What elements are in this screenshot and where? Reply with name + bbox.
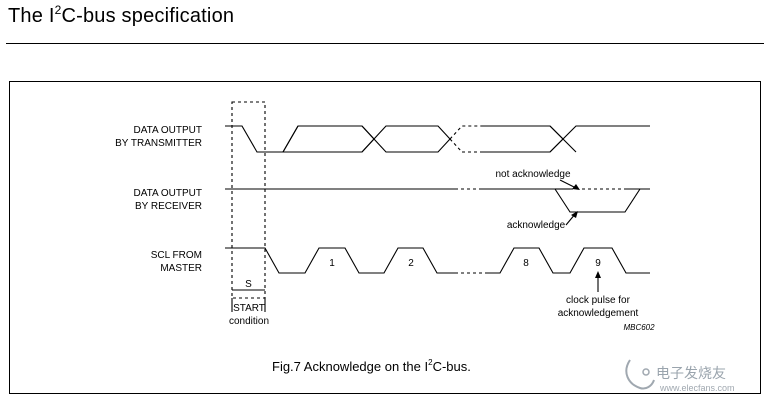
- title-text: The I: [8, 5, 55, 27]
- title-superscript: 2: [54, 3, 62, 17]
- acknowledge-label: acknowledge: [507, 220, 566, 231]
- watermark: 电子发烧友 www.elecfans.com: [625, 359, 735, 393]
- clock-pulse-9: 9: [595, 258, 601, 269]
- acknowledge-arrowhead: [571, 211, 578, 218]
- caption-text-rest: C-bus.: [433, 359, 471, 374]
- page-title: The I2C-bus specification: [8, 3, 234, 28]
- clock-pulse-label-line1: clock pulse for: [566, 295, 631, 306]
- transmitter-waveform: [225, 125, 650, 153]
- not-acknowledge-arrowhead: [572, 184, 580, 190]
- clock-pulse-8: 8: [523, 258, 529, 269]
- receiver-waveform: [225, 188, 650, 213]
- receiver-label-line1: DATA OUTPUT: [133, 188, 202, 199]
- transmitter-label-line1: DATA OUTPUT: [133, 125, 202, 136]
- watermark-brand: 电子发烧友: [656, 365, 726, 381]
- caption-superscript: 2: [428, 358, 433, 367]
- scl-label-line1: SCL FROM: [151, 250, 202, 261]
- figure-code: MBC602: [623, 323, 655, 332]
- watermark-dot-icon: [642, 368, 650, 376]
- watermark-logo-icon: [625, 359, 655, 390]
- start-label-line1: START: [233, 303, 265, 314]
- watermark-url: www.elecfans.com: [659, 383, 735, 393]
- receiver-label-line2: BY RECEIVER: [135, 201, 202, 212]
- start-label-line2: condition: [229, 316, 269, 327]
- clock-pulse-arrowhead: [595, 271, 601, 278]
- caption-text: Fig.7 Acknowledge on the I: [272, 359, 428, 374]
- start-symbol: S: [245, 279, 252, 290]
- not-acknowledge-label: not acknowledge: [495, 169, 570, 180]
- figure-caption: Fig.7 Acknowledge on the I2C-bus.: [272, 358, 471, 374]
- clock-pulse-label-line2: acknowledgement: [558, 308, 639, 319]
- figure-frame: [9, 81, 761, 394]
- scl-waveform: [225, 247, 650, 274]
- title-text-rest: C-bus specification: [61, 5, 235, 27]
- start-condition-box: [231, 101, 266, 299]
- clock-pulse-1: 1: [329, 258, 335, 269]
- header-divider: [6, 43, 764, 44]
- transmitter-label-line2: BY TRANSMITTER: [115, 138, 202, 149]
- scl-label-line2: MASTER: [160, 263, 202, 274]
- clock-pulse-2: 2: [408, 258, 414, 269]
